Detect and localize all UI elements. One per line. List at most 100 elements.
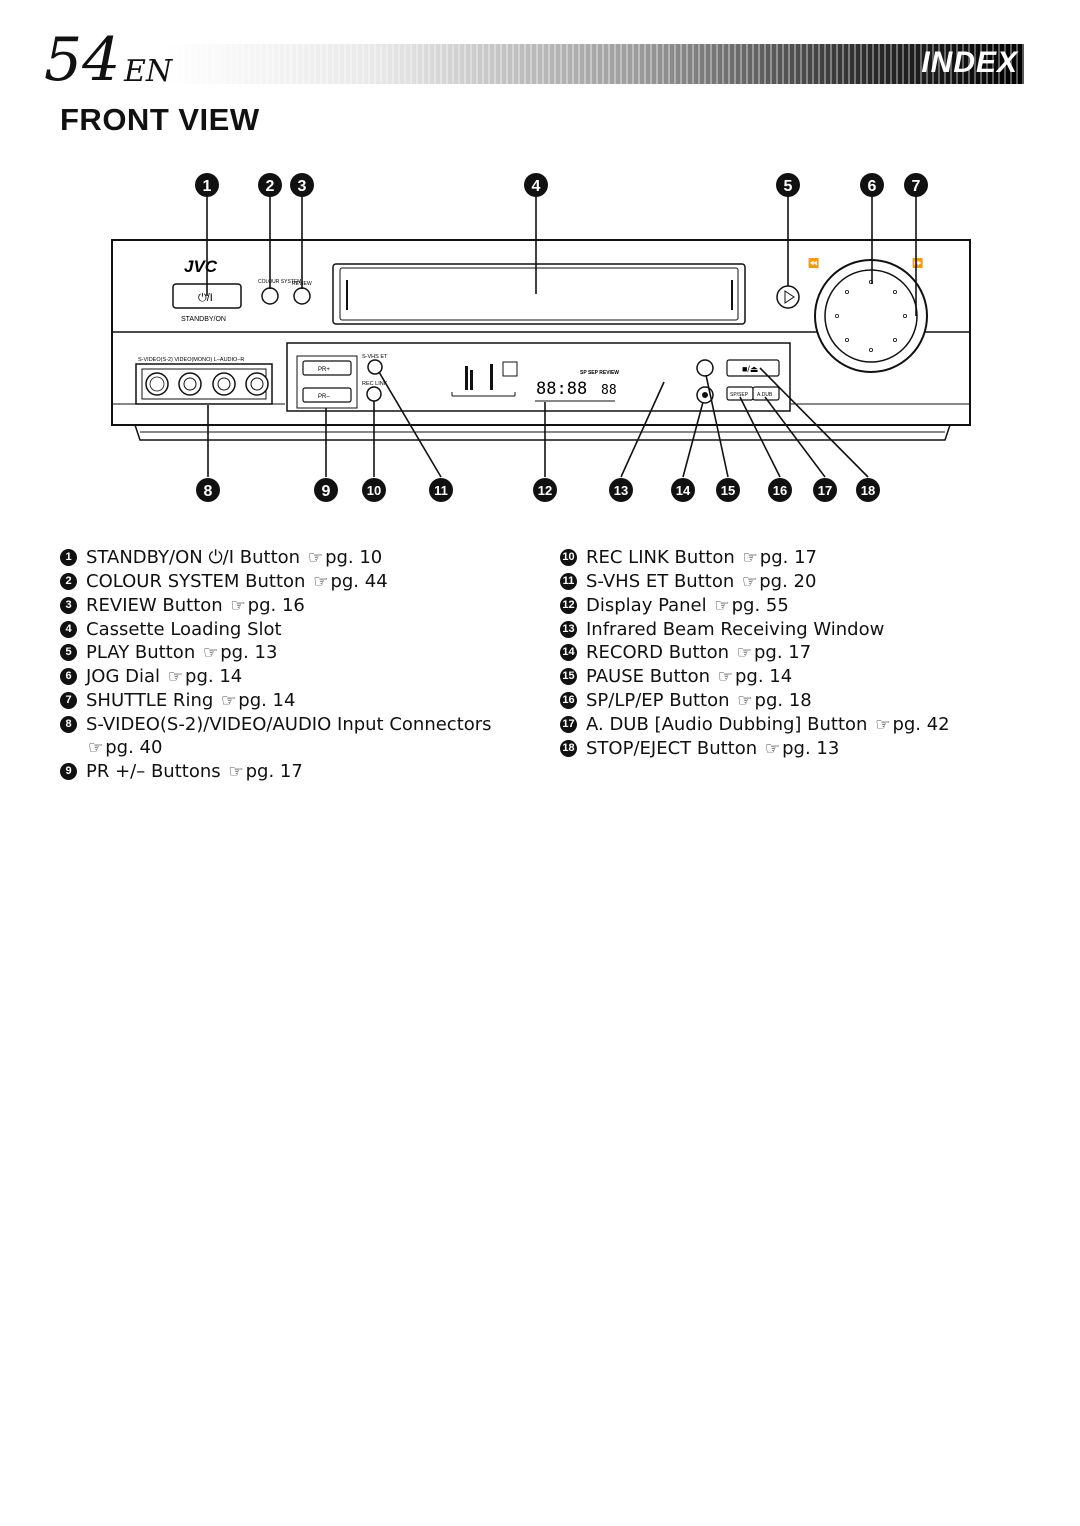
stop-eject-button[interactable]: ■/⏏ xyxy=(726,359,780,377)
svg-text:18: 18 xyxy=(861,483,875,498)
item-number: 15 xyxy=(560,668,577,685)
pointing-hand-icon: ☞ xyxy=(764,739,781,759)
svg-text:14: 14 xyxy=(676,483,691,498)
play-icon xyxy=(784,290,795,304)
pr-plus-button[interactable]: PR+ xyxy=(302,360,352,376)
pointing-hand-icon: ☞ xyxy=(875,715,891,735)
svg-text:10: 10 xyxy=(367,483,381,498)
item-number: 1 xyxy=(60,549,77,566)
pointing-hand-icon: ☞ xyxy=(307,548,324,568)
item-number: 16 xyxy=(560,692,577,709)
input-connectors-label: S-VIDEO(S-2) VIDEO(MONO) L–AUDIO–R xyxy=(138,357,244,363)
svg-text:1: 1 xyxy=(203,178,212,195)
callout-4: 4 xyxy=(524,173,548,197)
item-number: 9 xyxy=(60,763,77,780)
pointing-hand-icon: ☞ xyxy=(202,643,219,663)
callout-3: 3 xyxy=(290,173,314,197)
callout-6: 6 xyxy=(860,173,884,197)
callout-12: 12 xyxy=(533,478,557,502)
svg-text:17: 17 xyxy=(818,483,832,498)
svg-text:PR–: PR– xyxy=(318,394,330,400)
review-button[interactable] xyxy=(293,287,311,305)
svg-text:6: 6 xyxy=(868,178,877,195)
pointing-hand-icon: ☞ xyxy=(88,738,104,758)
callout-5: 5 xyxy=(776,173,800,197)
svg-text:8: 8 xyxy=(204,483,213,500)
item-number: 5 xyxy=(60,644,77,661)
item-number: 18 xyxy=(560,740,577,757)
colour-system-button[interactable] xyxy=(261,287,279,305)
pointing-hand-icon: ☞ xyxy=(167,667,184,687)
callout-17: 17 xyxy=(813,478,837,502)
pointing-hand-icon: ☞ xyxy=(230,596,246,616)
svg-text:3: 3 xyxy=(298,178,307,195)
callout-13: 13 xyxy=(609,478,633,502)
ff-icon: ⏩ xyxy=(912,257,923,268)
pointing-hand-icon: ☞ xyxy=(737,691,753,711)
pointing-hand-icon: ☞ xyxy=(221,691,237,711)
callout-15: 15 xyxy=(716,478,740,502)
item-number: 8 xyxy=(60,716,77,733)
svg-text:12: 12 xyxy=(538,483,552,498)
callout-16: 16 xyxy=(768,478,792,502)
item-number: 14 xyxy=(560,644,577,661)
pointing-hand-icon: ☞ xyxy=(714,596,730,616)
power-icon: ⏻/I xyxy=(198,292,213,304)
input-connectors[interactable] xyxy=(135,363,273,405)
item-number: 10 xyxy=(560,549,577,566)
vcr-front-diagram: JVC ⏻/I STANDBY/ON COLOUR SYSTEM REVIEW … xyxy=(0,0,1080,520)
item-number: 17 xyxy=(560,716,577,733)
svg-text:4: 4 xyxy=(532,178,541,195)
pointing-hand-icon: ☞ xyxy=(313,572,329,592)
callout-9: 9 xyxy=(314,478,338,502)
svg-text:11: 11 xyxy=(434,483,448,498)
rec-link-button[interactable] xyxy=(366,386,382,402)
brand-logo: JVC xyxy=(184,257,218,276)
page-title: FRONT VIEW xyxy=(60,102,260,137)
callout-8: 8 xyxy=(196,478,220,502)
jog-dial-dots xyxy=(835,279,908,352)
leader-lines xyxy=(206,196,917,478)
pointing-hand-icon: ☞ xyxy=(741,572,758,592)
section-label: INDEX xyxy=(921,46,1018,79)
item-number: 6 xyxy=(60,668,77,685)
page-number: 54 xyxy=(44,25,121,95)
svg-text:7: 7 xyxy=(912,178,921,195)
rew-icon: ⏪ xyxy=(808,257,819,268)
svg-text:SP/SEP: SP/SEP xyxy=(730,392,749,398)
callout-1: 1 xyxy=(195,173,219,197)
callout-14: 14 xyxy=(671,478,695,502)
pr-minus-button[interactable]: PR– xyxy=(302,387,352,403)
svhs-et-button[interactable] xyxy=(367,359,383,375)
item-number: 12 xyxy=(560,597,577,614)
a-dub-button[interactable]: A.DUB xyxy=(752,386,780,401)
callout-2: 2 xyxy=(258,173,282,197)
display-modes: SP SEP REVIEW xyxy=(580,370,619,376)
play-button[interactable] xyxy=(776,285,800,309)
page-language: EN xyxy=(124,54,173,89)
svg-text:2: 2 xyxy=(266,178,275,195)
record-button[interactable] xyxy=(696,359,714,377)
svg-text:13: 13 xyxy=(614,483,628,498)
callout-10: 10 xyxy=(362,478,386,502)
callout-7: 7 xyxy=(904,173,928,197)
item-number: 3 xyxy=(60,597,77,614)
